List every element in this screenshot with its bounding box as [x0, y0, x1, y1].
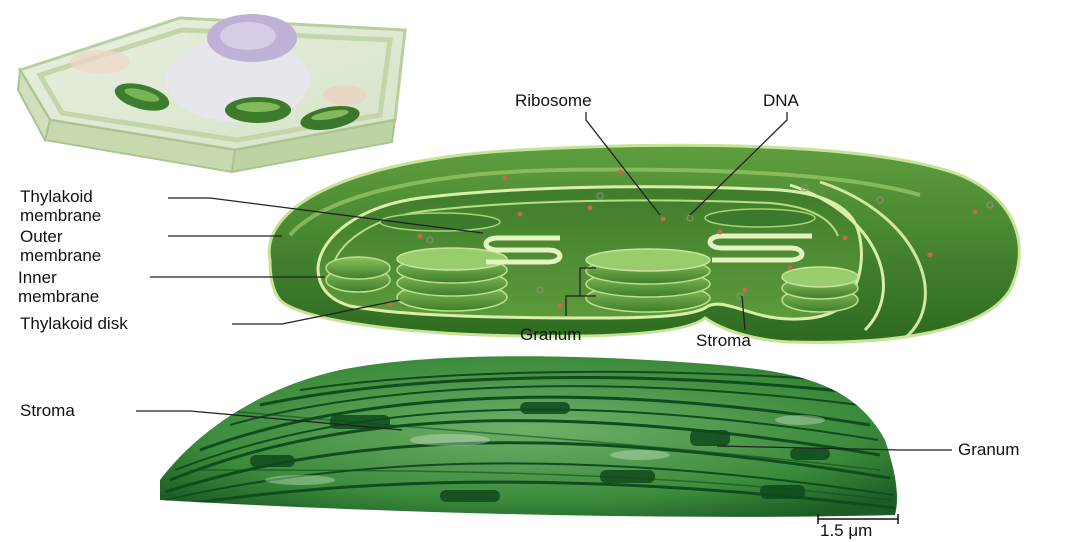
- granum-stack-middle: [586, 249, 710, 312]
- label-granum-micrograph: Granum: [958, 440, 1019, 459]
- plant-cell-inset: [18, 14, 405, 172]
- granum-stack-right: [782, 267, 858, 312]
- chloroplast-illustration: [269, 145, 1019, 342]
- label-dna: DNA: [763, 91, 799, 110]
- label-inner-membrane: Inner membrane: [18, 268, 99, 306]
- label-stroma-micrograph: Stroma: [20, 401, 75, 420]
- label-scale-bar: 1.5 μm: [820, 521, 872, 540]
- label-stroma: Stroma: [696, 331, 751, 350]
- label-granum: Granum: [520, 325, 581, 344]
- label-thylakoid-disk: Thylakoid disk: [20, 314, 128, 333]
- label-ribosome: Ribosome: [515, 91, 592, 110]
- label-thylakoid-membrane: Thylakoid membrane: [20, 187, 101, 225]
- electron-micrograph: [160, 356, 897, 517]
- label-outer-membrane: Outer membrane: [20, 227, 101, 265]
